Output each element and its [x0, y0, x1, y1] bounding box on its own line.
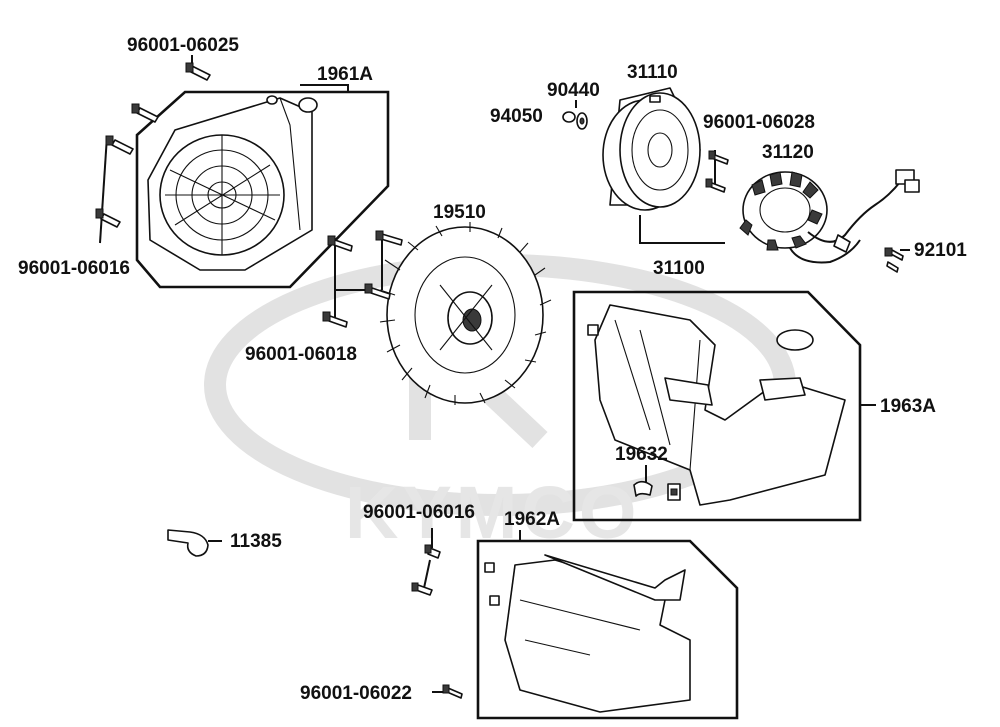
label-19510: 19510	[433, 202, 486, 223]
label-96001-06025: 96001-06025	[127, 35, 239, 56]
fan-cover-1961A	[147, 95, 318, 271]
cooling-fan-19510	[379, 222, 552, 405]
shroud-1963A	[587, 304, 846, 506]
bolt-group-stator	[705, 150, 904, 273]
label-31110: 31110	[627, 62, 678, 83]
flywheel-31110	[602, 87, 701, 211]
label-96001-06028: 96001-06028	[703, 112, 815, 133]
label-96001-06016-left: 96001-06016	[18, 258, 130, 279]
label-31100: 31100	[653, 258, 705, 279]
label-96001-06018: 96001-06018	[245, 344, 357, 365]
shroud-1962A	[484, 554, 691, 713]
label-96001-06022: 96001-06022	[300, 683, 412, 704]
label-31120: 31120	[762, 142, 814, 163]
stator-31120	[739, 169, 920, 264]
bolt-group-fan	[322, 230, 403, 328]
label-90440: 90440	[547, 80, 600, 101]
label-96001-06016-bottom: 96001-06016	[363, 502, 475, 523]
part-labels: 96001-06025 1961A 96001-06016 19510 9600…	[18, 35, 967, 704]
clip-19632	[633, 480, 681, 501]
label-11385: 11385	[230, 531, 282, 552]
bolt-group-bottom	[411, 544, 463, 699]
shroud-1963A-box	[572, 290, 862, 522]
washer-nut	[562, 111, 588, 130]
label-92101: 92101	[914, 240, 967, 261]
label-19632: 19632	[615, 444, 668, 465]
label-1963A: 1963A	[880, 396, 936, 417]
bolt-group-left	[95, 62, 211, 228]
cover-1961A-box	[135, 90, 390, 289]
label-1962A: 1962A	[504, 509, 560, 530]
clamp-11385	[167, 529, 209, 557]
shroud-1962A-box	[476, 539, 739, 720]
label-94050: 94050	[490, 106, 543, 127]
label-1961A: 1961A	[317, 64, 373, 85]
